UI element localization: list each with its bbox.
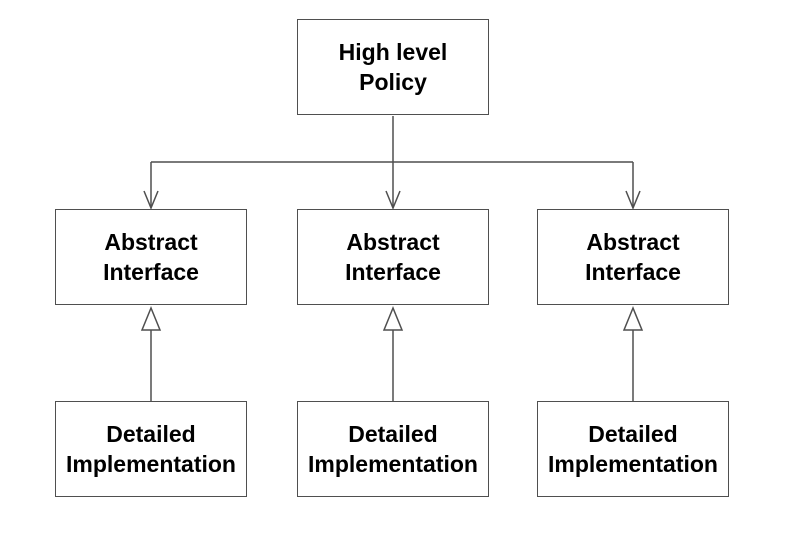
node-label: Detailed Implementation (308, 421, 478, 477)
open-arrowhead-down-icon (143, 190, 159, 210)
hollow-triangle-up-icon (140, 306, 162, 331)
node-label: Detailed Implementation (548, 421, 718, 477)
node-label: Detailed Implementation (66, 421, 236, 477)
open-arrowhead-down-icon (625, 190, 641, 210)
hollow-triangle-up-icon (382, 306, 404, 331)
node-abstract-interface-2: Abstract Interface (297, 209, 489, 305)
node-high-level-policy: High level Policy (297, 19, 489, 115)
node-label: Abstract Interface (345, 229, 441, 285)
node-abstract-interface-3: Abstract Interface (537, 209, 729, 305)
node-label: Abstract Interface (585, 229, 681, 285)
node-detailed-implementation-1: Detailed Implementation (55, 401, 247, 497)
node-label: High level Policy (338, 39, 448, 95)
node-detailed-implementation-2: Detailed Implementation (297, 401, 489, 497)
node-label: Abstract Interface (103, 229, 199, 285)
hollow-triangle-up-icon (622, 306, 644, 331)
open-arrowhead-down-icon (385, 190, 401, 210)
node-detailed-implementation-3: Detailed Implementation (537, 401, 729, 497)
node-abstract-interface-1: Abstract Interface (55, 209, 247, 305)
